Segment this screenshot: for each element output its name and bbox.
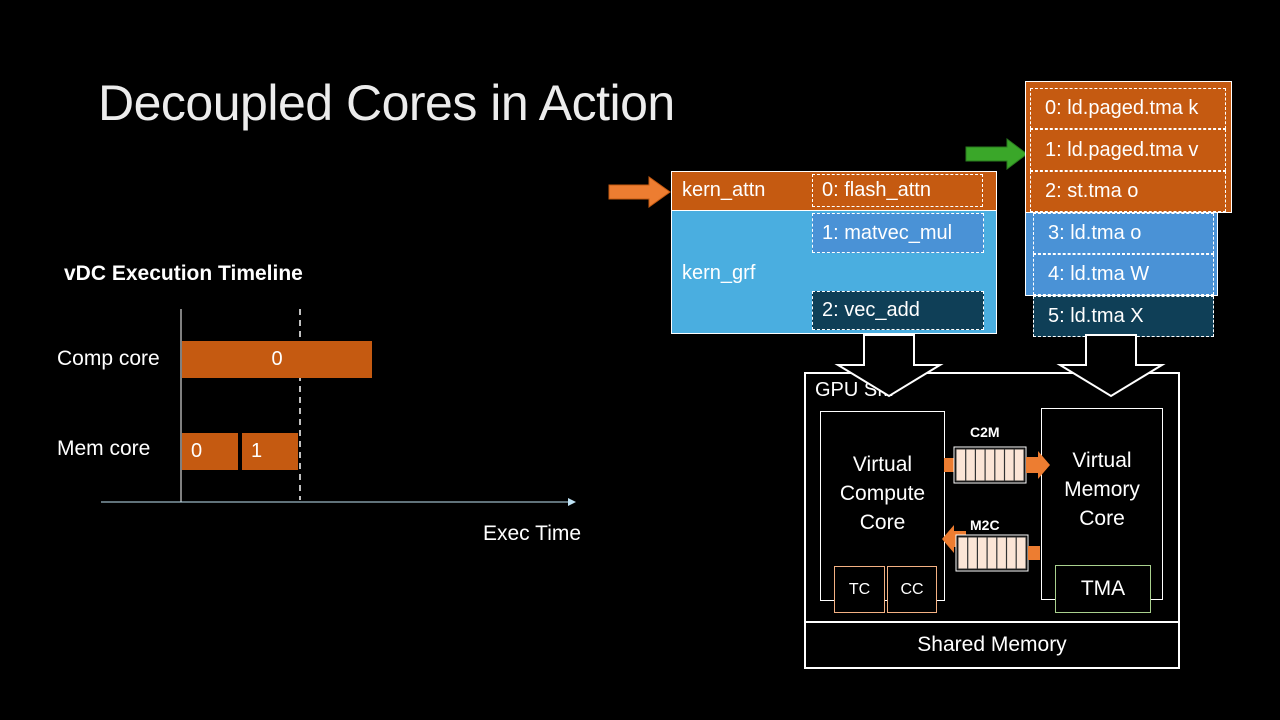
compute-core-line1: Virtual — [852, 453, 913, 476]
op-matvec-mul: 1: matvec_mul — [812, 213, 984, 253]
dispatch-arrow-compute-icon — [834, 334, 944, 398]
tensor-core-unit: TC — [834, 566, 885, 613]
op-flash-attn: 0: flash_attn — [812, 174, 983, 207]
mem-op-2: 2: st.tma o — [1030, 171, 1226, 212]
shared-memory-box: Shared Memory — [804, 621, 1180, 669]
timeline-x-arrowhead — [568, 498, 576, 506]
virtual-memory-core: Virtual Memory Core — [1041, 408, 1163, 600]
mem-ops-orange-group — [1025, 81, 1232, 213]
bar-label: 1 — [251, 440, 263, 462]
m2c-queue-icon — [942, 525, 1040, 572]
dispatch-arrow-memory-icon — [1056, 334, 1166, 398]
kern-grf-block: kern_grf 1: matvec_mul 2: vec_add — [671, 211, 997, 334]
compute-core-line2: Compute — [839, 482, 926, 505]
kern-grf-label: kern_grf — [682, 261, 756, 284]
memory-core-line3: Core — [1079, 507, 1125, 530]
kern-attn-label: kern_attn — [682, 179, 766, 201]
mem-op-3: 3: ld.tma o — [1033, 213, 1214, 254]
memory-core-line1: Virtual — [1072, 449, 1132, 472]
mem-op-1: 1: ld.paged.tma v — [1030, 129, 1226, 171]
tma-unit: TMA — [1055, 565, 1151, 613]
bar-label: 0 — [191, 440, 203, 462]
shared-memory-label: Shared Memory — [917, 633, 1067, 656]
mem-core-bar-0: 0 — [182, 433, 238, 470]
mem-op-5: 5: ld.tma X — [1033, 296, 1214, 337]
c2m-queue-icon — [944, 446, 1050, 484]
x-axis-label: Exec Time — [483, 522, 582, 545]
green-pointer-arrow-icon — [965, 138, 1028, 170]
memory-core-line2: Memory — [1064, 478, 1140, 501]
virtual-compute-core: Virtual Compute Core — [820, 411, 945, 601]
m2c-queue-label: M2C — [970, 517, 1000, 533]
row-label-comp-core: Comp core — [57, 347, 160, 370]
timeline-axes — [101, 309, 576, 506]
mem-op-0: 0: ld.paged.tma k — [1030, 88, 1226, 129]
timeline-title: vDC Execution Timeline — [64, 262, 303, 285]
compute-core-line3: Core — [859, 511, 906, 534]
mem-core-bar-1: 1 — [242, 433, 298, 470]
row-label-mem-core: Mem core — [57, 437, 151, 460]
mem-op-4: 4: ld.tma W — [1033, 254, 1214, 295]
c2m-queue-label: C2M — [970, 424, 1000, 440]
op-vec-add: 2: vec_add — [812, 291, 984, 330]
orange-pointer-arrow-icon — [608, 176, 671, 208]
comp-core-bar-0: 0 — [182, 341, 372, 378]
cuda-core-unit: CC — [887, 566, 937, 613]
slide-title: Decoupled Cores in Action — [98, 75, 675, 131]
bar-label: 0 — [271, 348, 283, 370]
queues-graphic — [942, 446, 1050, 572]
kern-attn-block: kern_attn 0: flash_attn — [671, 171, 997, 211]
